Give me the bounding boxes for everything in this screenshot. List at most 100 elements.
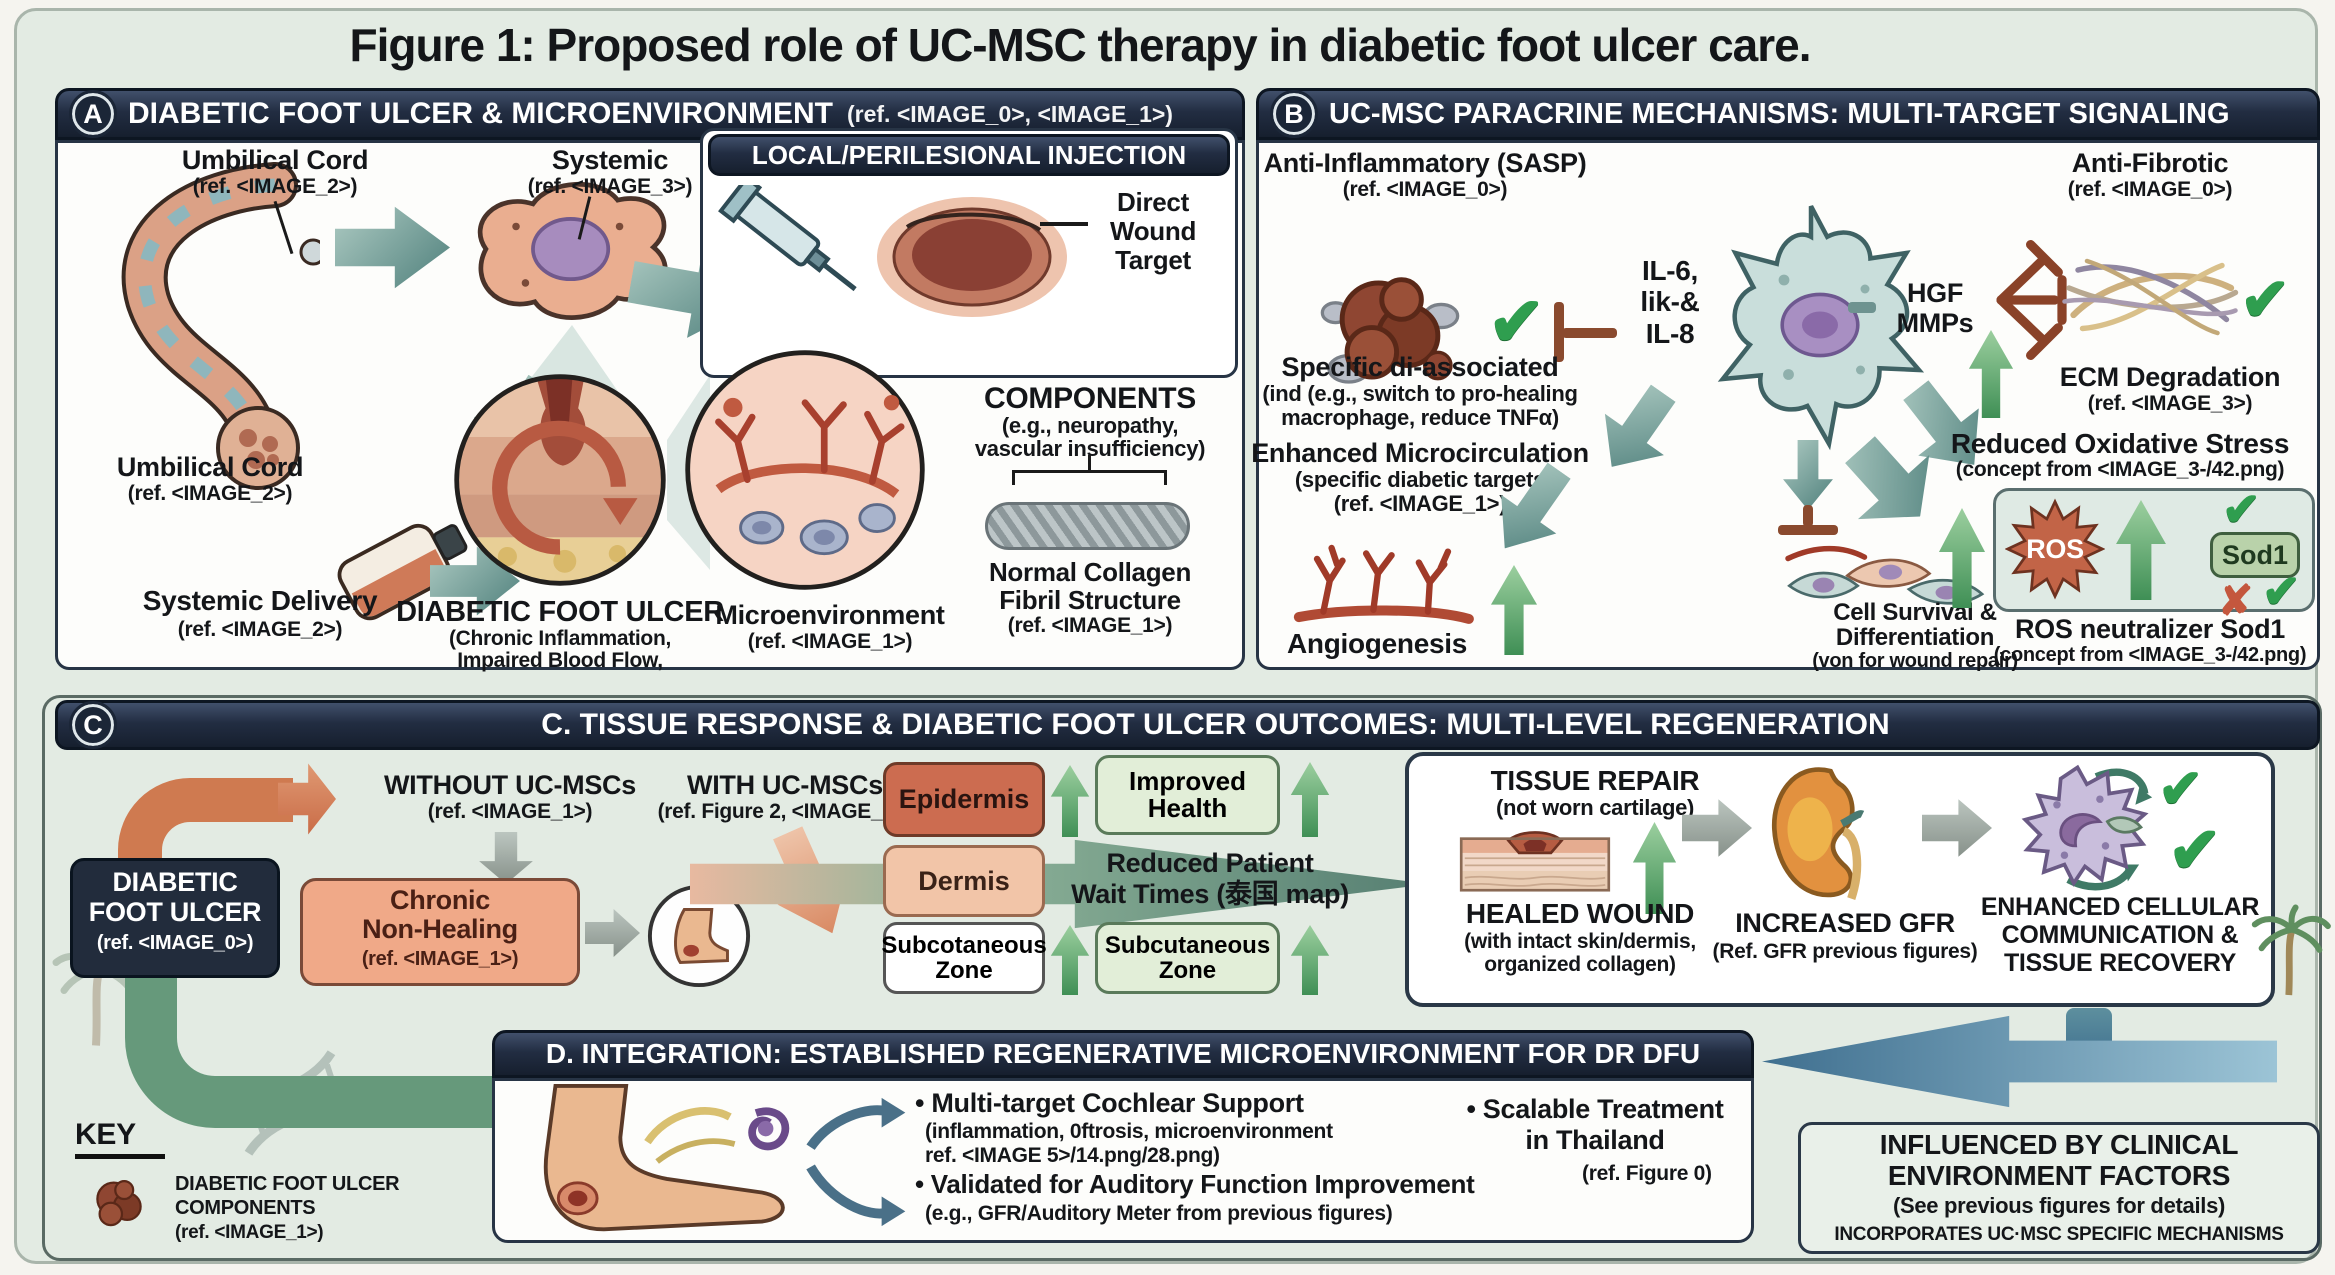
influence-line1: INFLUENCED BY CLINICAL ENVIRONMENT FACTO…: [1879, 1129, 2239, 1191]
d-bullet-2-sub: (e.g., GFR/Auditory Meter from previous …: [925, 1202, 1393, 1225]
epidermis-label: Epidermis: [898, 784, 1030, 814]
systemic-delivery-ref: (ref. <IMAGE_2>): [177, 618, 343, 641]
ecm-degradation-ref: (ref. <IMAGE_3>): [2087, 392, 2253, 415]
microenvironment-label: Microenvironment: [715, 600, 945, 630]
panel-c-letter-badge: C: [69, 701, 117, 749]
inhibitor-fan-icon: [1990, 235, 2110, 365]
dfu-label: DIABETIC FOOT ULCER: [396, 596, 724, 628]
fibrotic-fibers-icon: [2060, 235, 2240, 350]
dfu-dark-box-label: DIABETIC FOOT ULCER: [88, 867, 262, 927]
subcotaneous-label: Subcotaneous Zone: [881, 931, 1047, 984]
panel-d-title: D. INTEGRATION: ESTABLISHED REGENERATIVE…: [545, 1038, 1701, 1069]
with-ucmsc-ref: (ref. Figure 2, <IMAGE_0>): [657, 800, 913, 823]
key-title: KEY: [75, 1118, 165, 1159]
microenvironment-ref: (ref. <IMAGE_1>): [747, 630, 913, 653]
ros-label: ROS: [2026, 534, 2084, 564]
panel-c-header: C C. TISSUE RESPONSE & DIABETIC FOOT ULC…: [55, 700, 2320, 750]
msc-cell-illustration: [455, 170, 690, 330]
angiogenesis-vessels-icon: [1285, 528, 1480, 628]
delivery-bottle-icon: [315, 498, 495, 643]
systemic-delivery-label: Systemic Delivery: [142, 585, 378, 616]
umbilical-cord-top-label: Umbilical Cord: [181, 145, 369, 175]
collagen-fibril-icon: [985, 502, 1190, 550]
d-bullet-2: • Validated for Auditory Function Improv…: [915, 1169, 1475, 1199]
inhibitor-t-bar-cap: [1554, 302, 1564, 362]
subcutaneous-label: Subcutaneous Zone: [1104, 931, 1271, 984]
reduced-oxidative-label: Reduced Oxidative Stress: [1950, 428, 2290, 459]
components-sublabel: (e.g., neuropathy, vascular insufficienc…: [974, 413, 1206, 462]
umbilical-cord-bottom-label: Umbilical Cord: [116, 452, 304, 482]
umbilical-cord-bottom-ref: (ref. <IMAGE_2>): [127, 482, 293, 505]
reduced-wait-label: Reduced Patient Wait Times (泰国 map): [1071, 848, 1349, 910]
cell-survival-label: Cell Survival & Differentiation: [1833, 599, 1997, 652]
specific-label: Specific di-associated: [1281, 352, 1559, 382]
systemic-ref: (ref. <IMAGE_3>): [527, 175, 693, 198]
check-icon: ✔: [2222, 483, 2261, 535]
d-bullet-1: • Multi-target Cochlear Support: [915, 1088, 1304, 1118]
check-icon: ✔: [2158, 759, 2204, 819]
influence-line3: INCORPORATES UC·MSC SPECIFIC MECHANISMS: [1834, 1224, 2284, 1245]
lower-container: [42, 695, 2322, 1261]
dermis-label: Dermis: [918, 865, 1010, 896]
umbilical-cord-illustration: [70, 160, 320, 500]
wound-target-illustration: [872, 192, 1072, 322]
reduced-oxidative-ref: (concept from <IMAGE_3-/42.png): [1955, 458, 2285, 481]
subcutaneous-box: Subcutaneous Zone: [1095, 922, 1280, 994]
tissue-repair-label: TISSUE REPAIR: [1490, 765, 1700, 796]
dermis-box: Dermis: [883, 845, 1045, 917]
subcotaneous-box: Subcotaneous Zone: [881, 922, 1047, 994]
ros-neutralizer-ref: (concept from <IMAGE_3-/42.png): [1993, 644, 2307, 666]
inhibitor-t-bar-cap: [1778, 525, 1838, 535]
bracket-stem: [1088, 455, 1091, 471]
il-cytokines-label: IL-6, lik-& IL-8: [1640, 255, 1700, 349]
healed-wound-label: HEALED WOUND: [1465, 898, 1695, 929]
dfu-sublabel: (Chronic Inflammation, Impaired Blood Fl…: [448, 627, 672, 673]
anti-inflammatory-label: Anti-Inflammatory (SASP): [1263, 148, 1587, 178]
nonhealing-foot-icon: [645, 882, 753, 990]
sod1-pill: Sod1: [2210, 532, 2300, 578]
panel-b-title: UC-MSC PARACRINE MECHANISMS: MULTI-TARGE…: [1329, 97, 2230, 130]
cell-communication-icon: [2000, 760, 2155, 900]
key-blob-icon: [78, 1165, 160, 1245]
with-ucmsc-label: WITH UC-MSCs: [687, 770, 883, 800]
inflammatory-debris-icon: [1295, 250, 1485, 415]
increased-gfr-label: INCREASED GFR: [1735, 908, 1955, 938]
flow-path-green: [125, 978, 505, 1128]
increased-gfr-sub: (Ref. GFR previous figures): [1712, 940, 1978, 963]
d-bullet-1-sub: (inflammation, 0ftrosis, microenvironmen…: [925, 1120, 1333, 1167]
anti-fibrotic-label: Anti-Fibrotic: [2071, 148, 2229, 178]
foot-cochlea-illustration: [502, 1084, 822, 1239]
key-item-ref: (ref. <IMAGE_1>): [175, 1222, 324, 1243]
dfu-dark-box-ref: (ref. <IMAGE_0>): [96, 932, 254, 954]
key-item-label: DIABETIC FOOT ULCER COMPONENTS: [175, 1173, 400, 1219]
enhanced-microcirculation-sub: (specific diabetic targets (ref. <IMAGE_…: [1294, 467, 1546, 516]
uc-msc-cell-illustration: [1700, 190, 1940, 460]
injection-title: LOCAL/PERILESIONAL INJECTION: [751, 139, 1187, 170]
components-label: COMPONENTS: [983, 382, 1196, 415]
leader-line: [1040, 222, 1088, 226]
hgf-mmps-label: HGF MMPs: [1896, 278, 1974, 339]
tissue-repair-sub: (not worn cartilage): [1495, 795, 1695, 820]
anti-fibrotic-ref: (ref. <IMAGE_0>): [2067, 178, 2233, 201]
microenvironment-inset: [680, 345, 930, 595]
anti-inflammatory-ref: (ref. <IMAGE_0>): [1342, 178, 1508, 201]
panel-b-letter-badge: B: [1270, 90, 1318, 138]
chronic-box-label: Chronic Non-Healing: [362, 885, 518, 945]
check-icon: ✔: [1488, 284, 1545, 360]
collagen-label: Normal Collagen Fibril Structure: [988, 557, 1192, 616]
chronic-box-ref: (ref. <IMAGE_1>): [361, 948, 519, 970]
enhanced-microcirculation-label: Enhanced Microcirculation: [1251, 438, 1589, 468]
ros-starburst-icon: [2005, 498, 2105, 600]
panel-a-letter-badge: A: [69, 90, 117, 138]
without-ucmsc-label: WITHOUT UC-MSCs: [384, 770, 636, 800]
panel-a-title-ref: (ref. <IMAGE_0>, <IMAGE_1>): [847, 100, 1173, 127]
systemic-label: Systemic: [551, 145, 669, 175]
check-icon: ✔: [2168, 814, 2222, 886]
cross-icon: ✘: [2218, 577, 2254, 624]
injection-box-header: LOCAL/PERILESIONAL INJECTION: [708, 134, 1230, 176]
influence-box: [1798, 1122, 2320, 1254]
influence-line2: (See previous figures for details): [1892, 1193, 2226, 1218]
d-bullet-3-ref: (ref. Figure 0): [1582, 1162, 1712, 1185]
panel-d-header: D. INTEGRATION: ESTABLISHED REGENERATIVE…: [492, 1030, 1754, 1078]
